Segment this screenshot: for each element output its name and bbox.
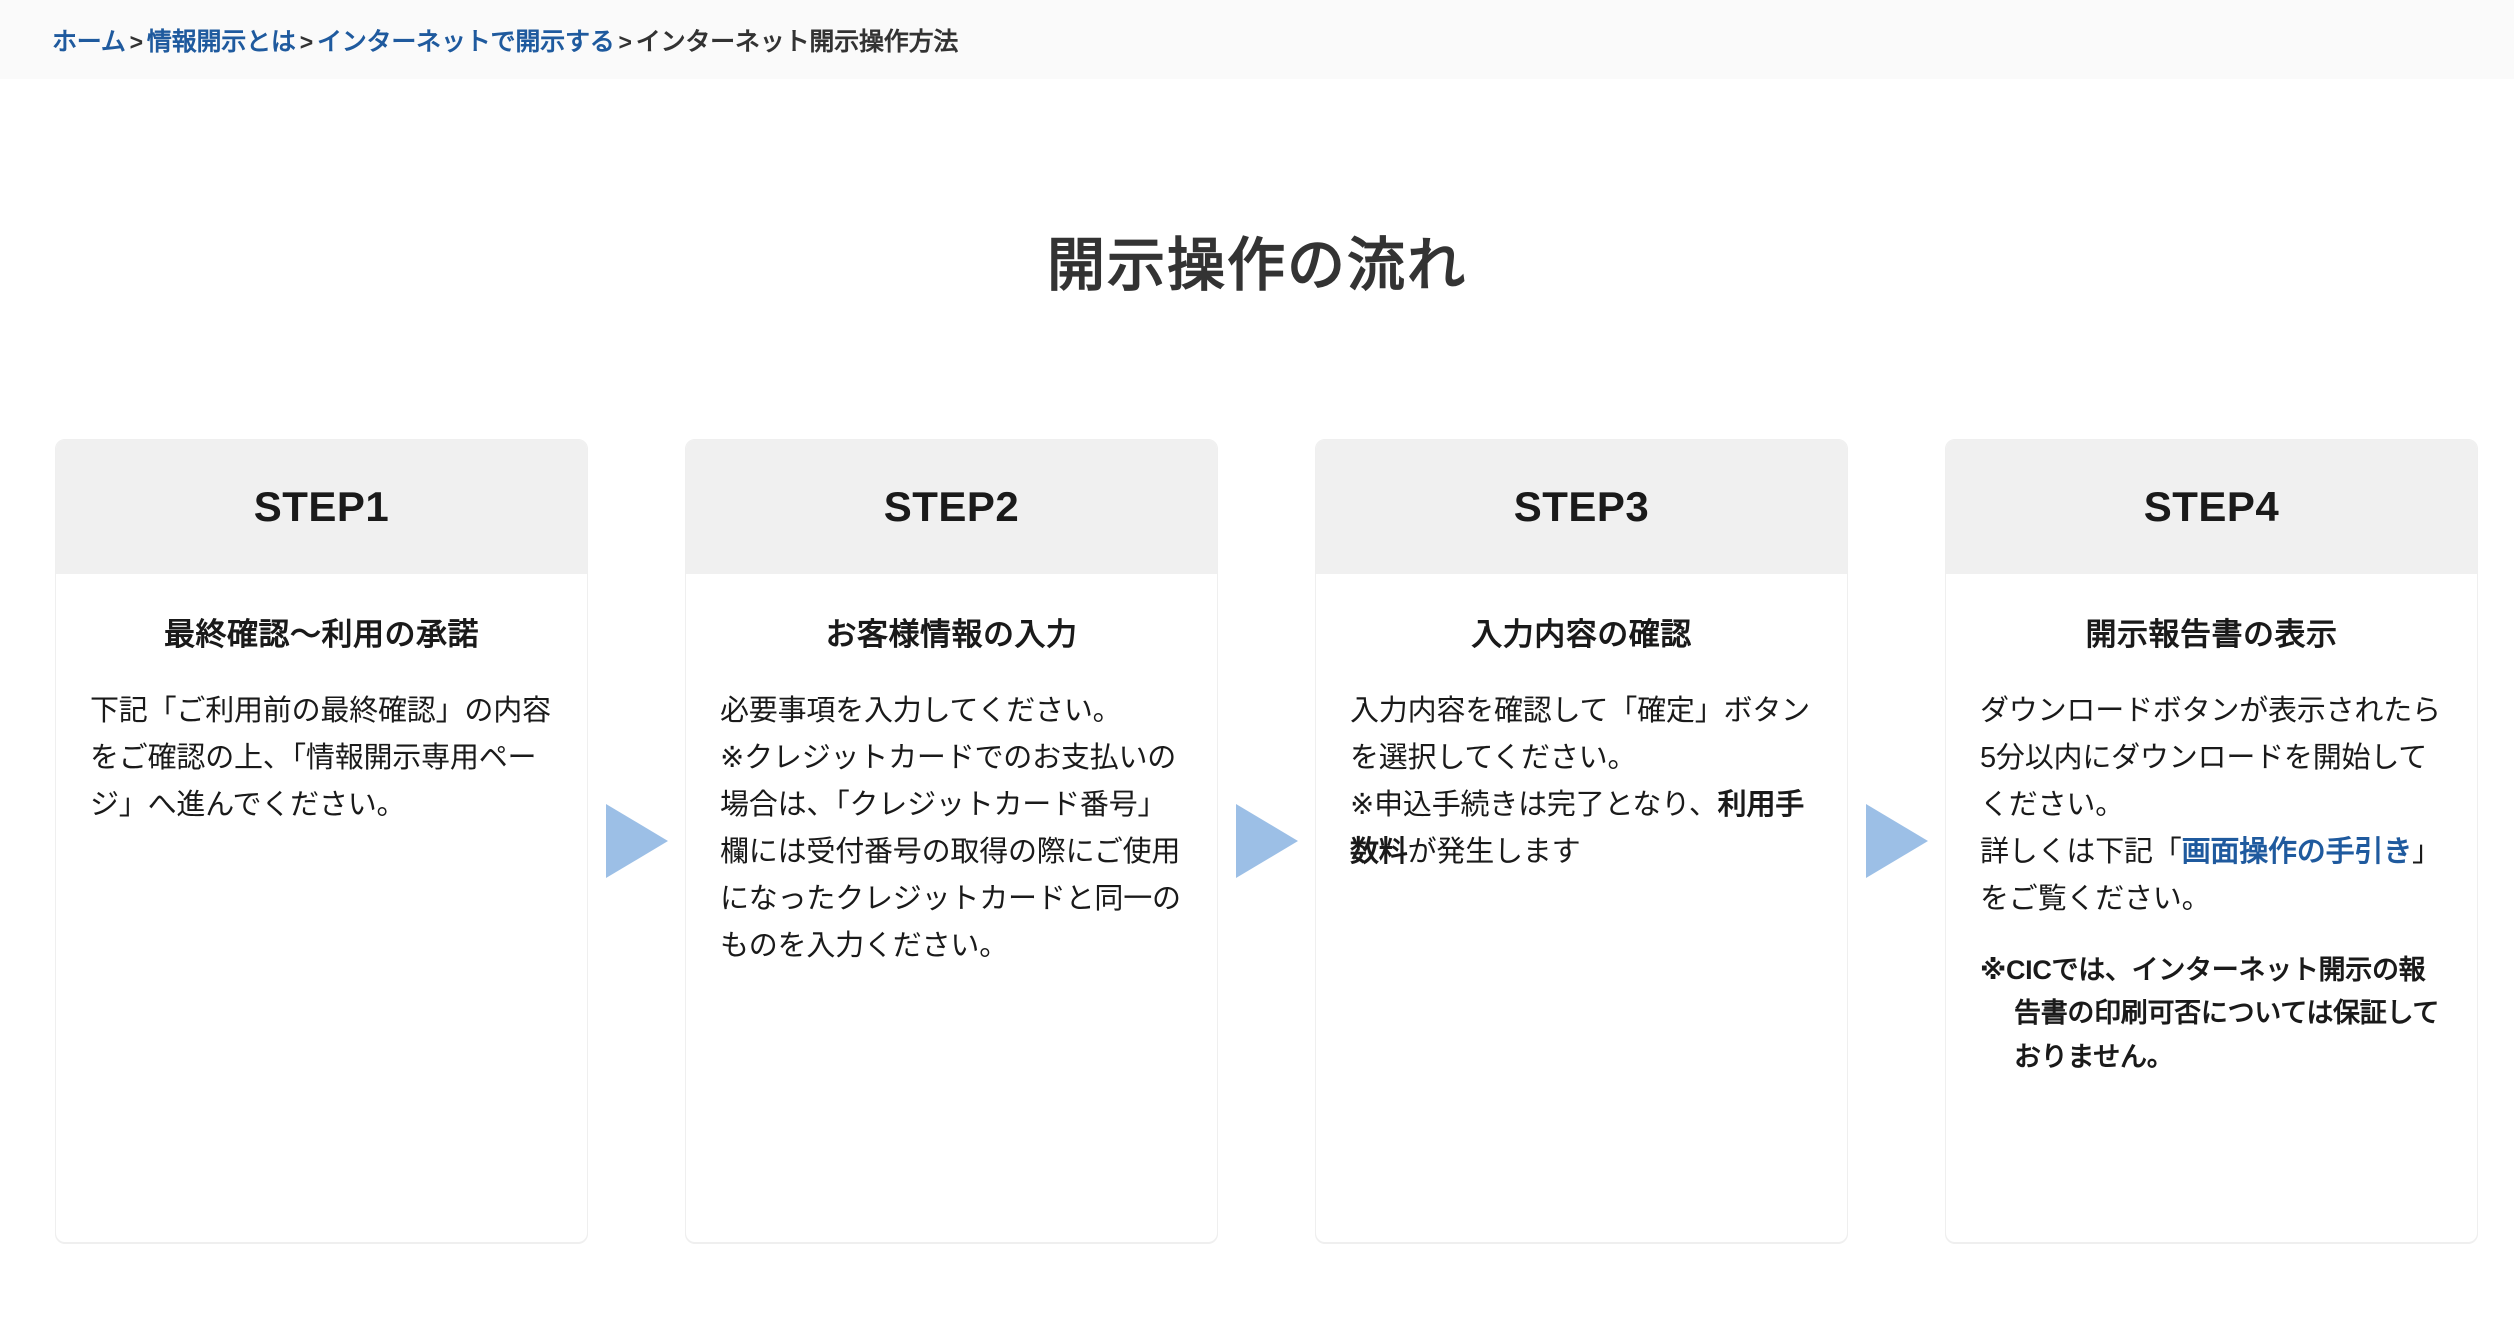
step-paragraph-2b: ※クレジットカードでのお支払いの場合は、「クレジットカード番号」欄には受付番号の… <box>720 742 1181 963</box>
step-card-2: STEP2 お客様情報の入力 必要事項を入力してください。 ※クレジットカードで… <box>685 439 1218 1243</box>
step-header-3: STEP3 <box>1316 440 1847 574</box>
step-paragraph-1: 下記「ご利用前の最終確認」の内容をご確認の上、「情報開示専用ページ」へ進んでくだ… <box>90 695 551 822</box>
step-body-2: お客様情報の入力 必要事項を入力してください。 ※クレジットカードでのお支払いの… <box>686 574 1217 1242</box>
step-label-1: STEP1 <box>253 483 390 530</box>
step-link-suffix-4: 」をご覧ください。 <box>1980 836 2441 916</box>
step-card-4: STEP4 開示報告書の表示 ダウンロードボタンが表示されたら5分以内にダウンロ… <box>1945 439 2478 1243</box>
step-link-line-4: 詳しくは下記「画面操作の手引き」をご覧ください。 <box>1980 829 2443 923</box>
step-note-3-prefix: ※申込手続きは完了となり、 <box>1350 789 1718 822</box>
step-subtitle-4: 開示報告書の表示 <box>2085 617 2338 652</box>
step-note-4: ※CICでは、インターネット開示の報告書の印刷可否については保証しておりません。 <box>1980 955 2440 1072</box>
breadcrumb-item-current: インターネット開示操作方法 <box>635 27 959 56</box>
triangle-right-icon <box>1235 804 1298 878</box>
step-body-4: 開示報告書の表示 ダウンロードボタンが表示されたら5分以内にダウンロードを開始し… <box>1946 574 2477 1242</box>
step-link-prefix-4: 詳しくは下記「 <box>1980 836 2182 869</box>
page-title: 開示操作の流れ <box>1046 233 1467 298</box>
breadcrumb-separator: > <box>129 28 143 55</box>
step-label-3: STEP3 <box>1513 483 1650 530</box>
step-paragraph-2a: 必要事項を入力してください。 <box>720 695 1122 728</box>
step-arrow-1 <box>588 439 685 1243</box>
step-note-3-suffix: が発生します <box>1407 836 1581 869</box>
step-card-3: STEP3 入力内容の確認 入力内容を確認して「確定」ボタンを選択してください。… <box>1315 439 1848 1243</box>
breadcrumb-item-internet-disclosure[interactable]: インターネットで開示する <box>316 27 615 56</box>
step-header-4: STEP4 <box>1946 440 2477 574</box>
breadcrumb-item-about-disclosure[interactable]: 情報開示とは <box>146 27 296 56</box>
step-body-3: 入力内容の確認 入力内容を確認して「確定」ボタンを選択してください。 ※申込手続… <box>1316 574 1847 1242</box>
step-arrow-3 <box>1848 439 1945 1243</box>
step-subtitle-3: 入力内容の確認 <box>1471 617 1692 652</box>
screen-operation-guide-link[interactable]: 画面操作の手引き <box>2181 836 2413 869</box>
breadcrumb-separator: > <box>299 28 313 55</box>
triangle-right-icon <box>1865 804 1928 878</box>
step-note-3: ※申込手続きは完了となり、利用手数料が発生します <box>1350 782 1813 876</box>
breadcrumb: ホーム > 情報開示とは > インターネットで開示する > インターネット開示操… <box>52 22 958 58</box>
step-card-1: STEP1 最終確認〜利用の承諾 下記「ご利用前の最終確認」の内容をご確認の上、… <box>55 439 588 1243</box>
breadcrumb-separator: > <box>618 28 632 55</box>
step-header-2: STEP2 <box>686 440 1217 574</box>
step-arrow-2 <box>1218 439 1315 1243</box>
step-label-2: STEP2 <box>883 483 1020 530</box>
breadcrumb-bar: ホーム > 情報開示とは > インターネットで開示する > インターネット開示操… <box>0 0 2514 79</box>
step-note-3-highlight: 利用手数料 <box>1350 789 1805 869</box>
step-label-4: STEP4 <box>2143 483 2280 530</box>
step-flow: STEP1 最終確認〜利用の承諾 下記「ご利用前の最終確認」の内容をご確認の上、… <box>55 439 2480 1243</box>
triangle-right-icon <box>605 804 668 878</box>
step-subtitle-1: 最終確認〜利用の承諾 <box>164 617 479 652</box>
step-paragraph-3: 入力内容を確認して「確定」ボタンを選択してください。 <box>1350 695 1810 775</box>
step-body-1: 最終確認〜利用の承諾 下記「ご利用前の最終確認」の内容をご確認の上、「情報開示専… <box>56 574 587 1242</box>
step-paragraph-4: ダウンロードボタンが表示されたら5分以内にダウンロードを開始してください。 <box>1980 695 2441 822</box>
breadcrumb-item-home[interactable]: ホーム <box>52 27 126 56</box>
step-header-1: STEP1 <box>56 440 587 574</box>
step-subtitle-2: お客様情報の入力 <box>825 617 1078 652</box>
